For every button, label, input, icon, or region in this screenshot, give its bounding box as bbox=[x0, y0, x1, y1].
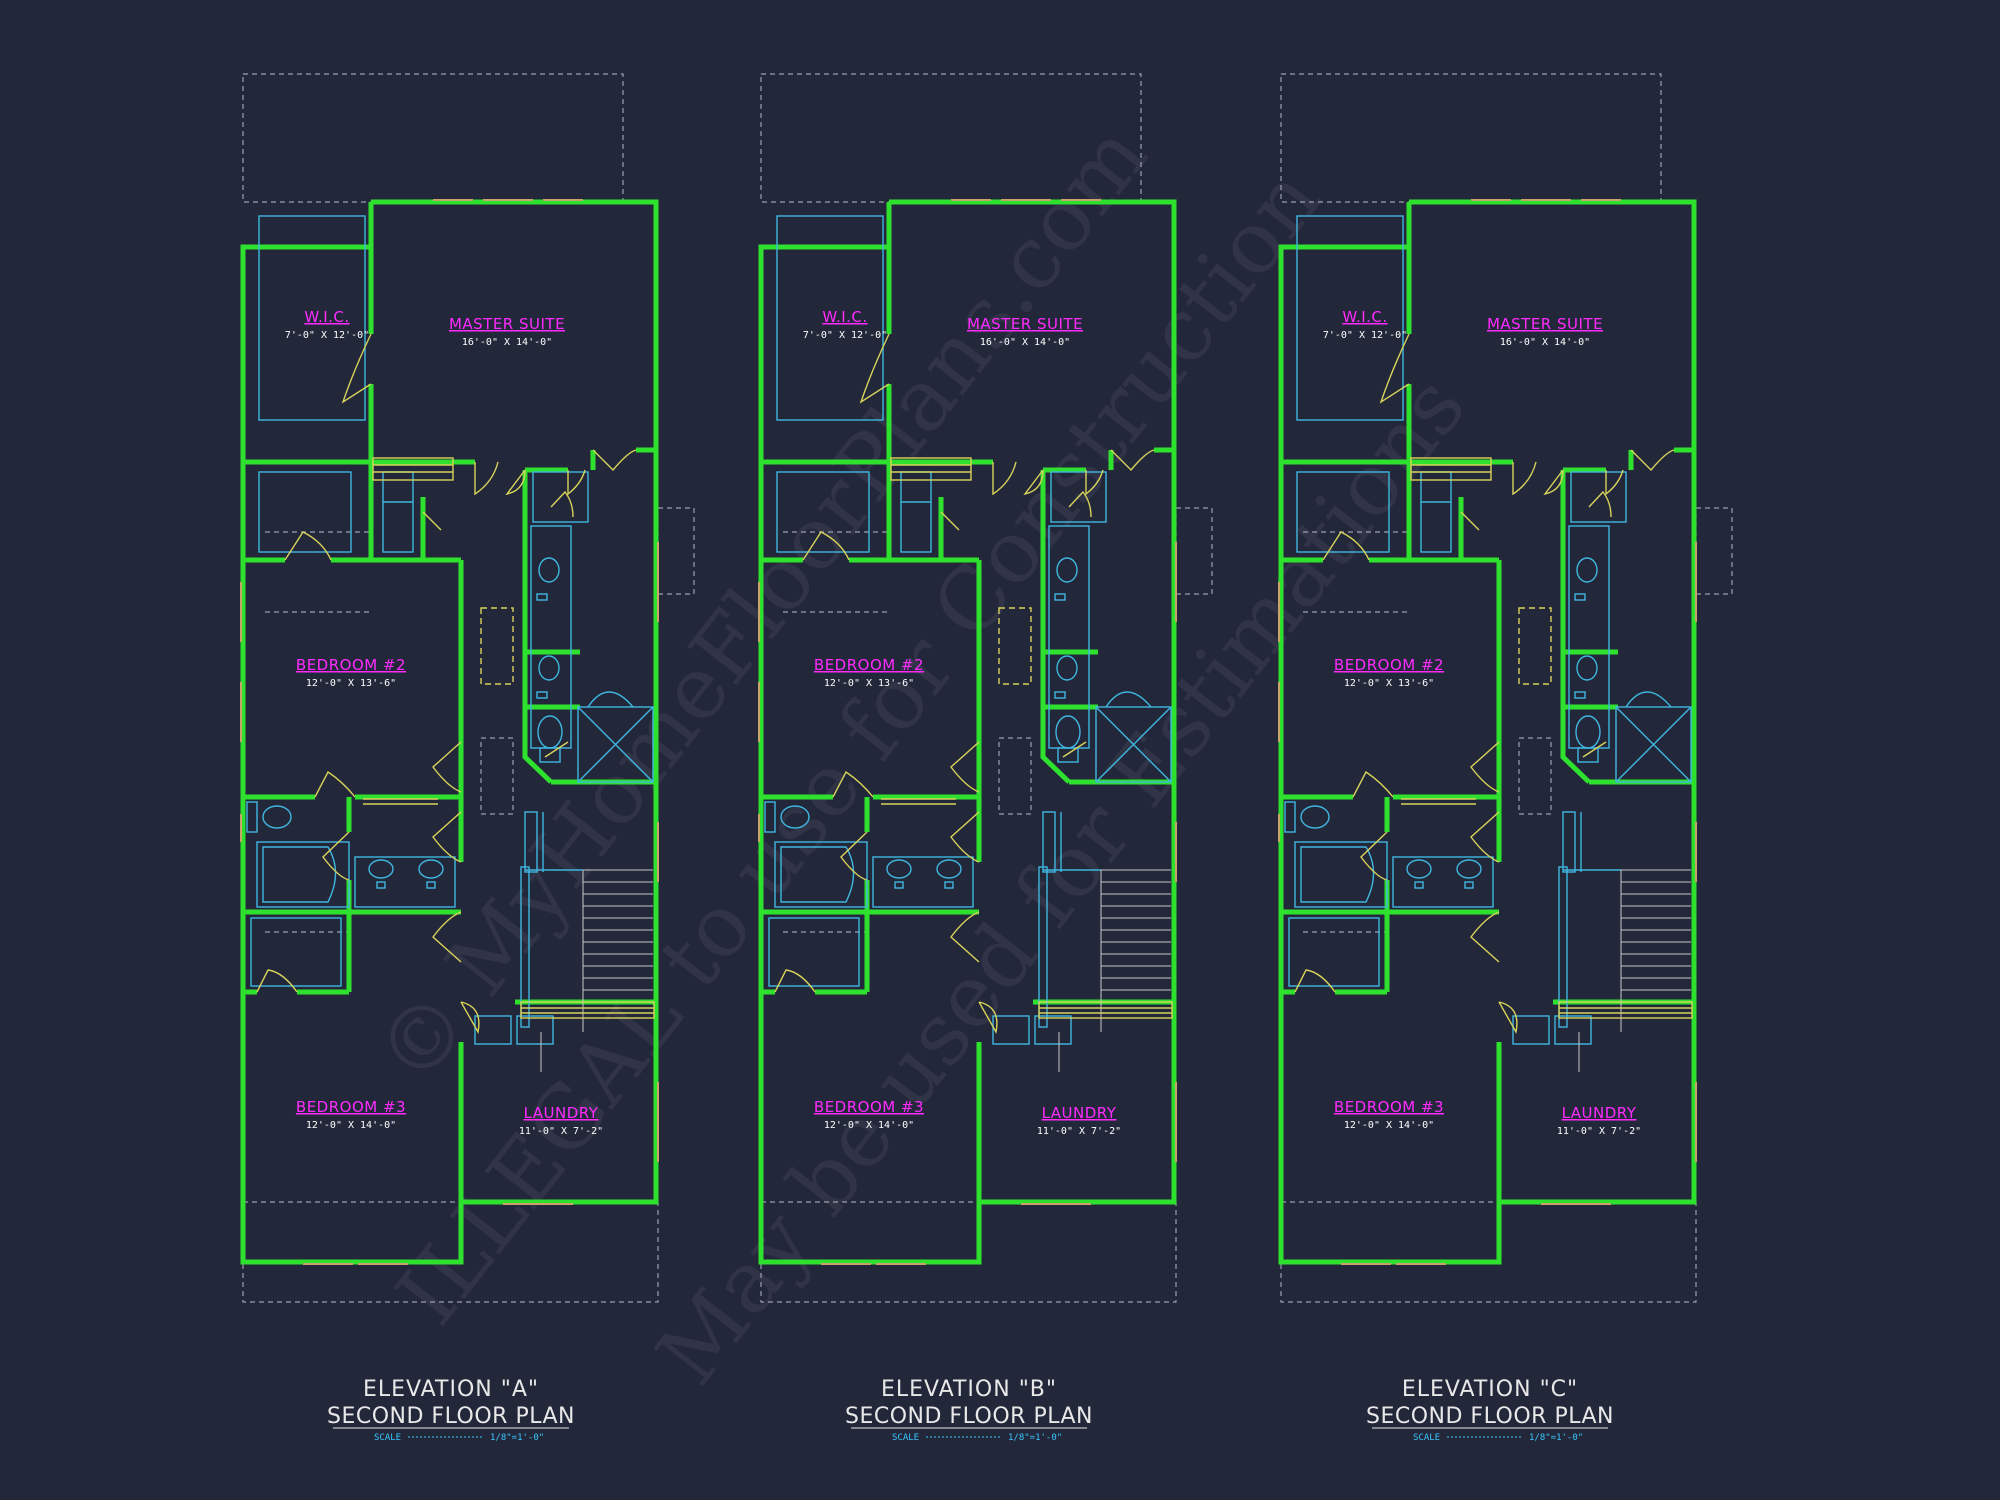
room-dims-bedroom-2: 12'-0" X 13'-6" bbox=[306, 678, 396, 689]
room-name-master-suite: MASTER SUITE bbox=[449, 315, 565, 333]
room-dims-laundry: 11'-0" X 7'-2" bbox=[1037, 1126, 1121, 1137]
scale-label: SCALE bbox=[892, 1433, 919, 1443]
room-dims-wic: 7'-0" X 12'-0" bbox=[803, 330, 887, 341]
room-dims-bedroom-3: 12'-0" X 14'-0" bbox=[306, 1120, 396, 1131]
plan-elevation-a: W.I.C. 7'-0" X 12'-0" MASTER SUITE 16'-0… bbox=[241, 74, 694, 1302]
room-dims-laundry: 11'-0" X 7'-2" bbox=[1557, 1126, 1641, 1137]
room-name-bedroom-3: BEDROOM #3 bbox=[296, 1098, 406, 1116]
title-block-b: ELEVATION "B" SECOND FLOOR PLAN SCALE 1/… bbox=[845, 1377, 1093, 1443]
scale-value: 1/8"=1'-0" bbox=[490, 1433, 544, 1443]
plan-subtitle: SECOND FLOOR PLAN bbox=[327, 1404, 575, 1429]
scale-value: 1/8"=1'-0" bbox=[1008, 1433, 1062, 1443]
plan-title: ELEVATION "B" bbox=[881, 1377, 1057, 1402]
room-name-bedroom-2: BEDROOM #2 bbox=[814, 656, 924, 674]
room-name-bedroom-3: BEDROOM #3 bbox=[1334, 1098, 1444, 1116]
room-name-laundry: LAUNDRY bbox=[524, 1104, 599, 1122]
room-name-bedroom-2: BEDROOM #2 bbox=[296, 656, 406, 674]
plan-title: ELEVATION "A" bbox=[363, 1377, 539, 1402]
scale-value: 1/8"=1'-0" bbox=[1529, 1433, 1583, 1443]
plan-elevation-b: W.I.C. 7'-0" X 12'-0" MASTER SUITE 16'-0… bbox=[759, 74, 1212, 1302]
scale-label: SCALE bbox=[374, 1433, 401, 1443]
room-dims-bedroom-3: 12'-0" X 14'-0" bbox=[824, 1120, 914, 1131]
plan-title: ELEVATION "C" bbox=[1402, 1377, 1578, 1402]
room-dims-bedroom-2: 12'-0" X 13'-6" bbox=[824, 678, 914, 689]
room-name-laundry: LAUNDRY bbox=[1042, 1104, 1117, 1122]
room-dims-master-suite: 16'-0" X 14'-0" bbox=[1500, 337, 1590, 348]
room-name-wic: W.I.C. bbox=[304, 308, 349, 326]
room-dims-master-suite: 16'-0" X 14'-0" bbox=[462, 337, 552, 348]
room-dims-wic: 7'-0" X 12'-0" bbox=[285, 330, 369, 341]
room-name-wic: W.I.C. bbox=[822, 308, 867, 326]
room-name-bedroom-2: BEDROOM #2 bbox=[1334, 656, 1444, 674]
room-dims-master-suite: 16'-0" X 14'-0" bbox=[980, 337, 1070, 348]
room-dims-wic: 7'-0" X 12'-0" bbox=[1323, 330, 1407, 341]
plan-elevation-c: W.I.C. 7'-0" X 12'-0" MASTER SUITE 16'-0… bbox=[1279, 74, 1732, 1302]
scale-label: SCALE bbox=[1413, 1433, 1440, 1443]
room-name-bedroom-3: BEDROOM #3 bbox=[814, 1098, 924, 1116]
title-block-a: ELEVATION "A" SECOND FLOOR PLAN SCALE 1/… bbox=[327, 1377, 575, 1443]
room-name-laundry: LAUNDRY bbox=[1562, 1104, 1637, 1122]
room-dims-laundry: 11'-0" X 7'-2" bbox=[519, 1126, 603, 1137]
title-block-c: ELEVATION "C" SECOND FLOOR PLAN SCALE 1/… bbox=[1366, 1377, 1614, 1443]
room-name-master-suite: MASTER SUITE bbox=[967, 315, 1083, 333]
plan-subtitle: SECOND FLOOR PLAN bbox=[1366, 1404, 1614, 1429]
room-name-wic: W.I.C. bbox=[1342, 308, 1387, 326]
room-dims-bedroom-3: 12'-0" X 14'-0" bbox=[1344, 1120, 1434, 1131]
room-dims-bedroom-2: 12'-0" X 13'-6" bbox=[1344, 678, 1434, 689]
plan-subtitle: SECOND FLOOR PLAN bbox=[845, 1404, 1093, 1429]
room-name-master-suite: MASTER SUITE bbox=[1487, 315, 1603, 333]
